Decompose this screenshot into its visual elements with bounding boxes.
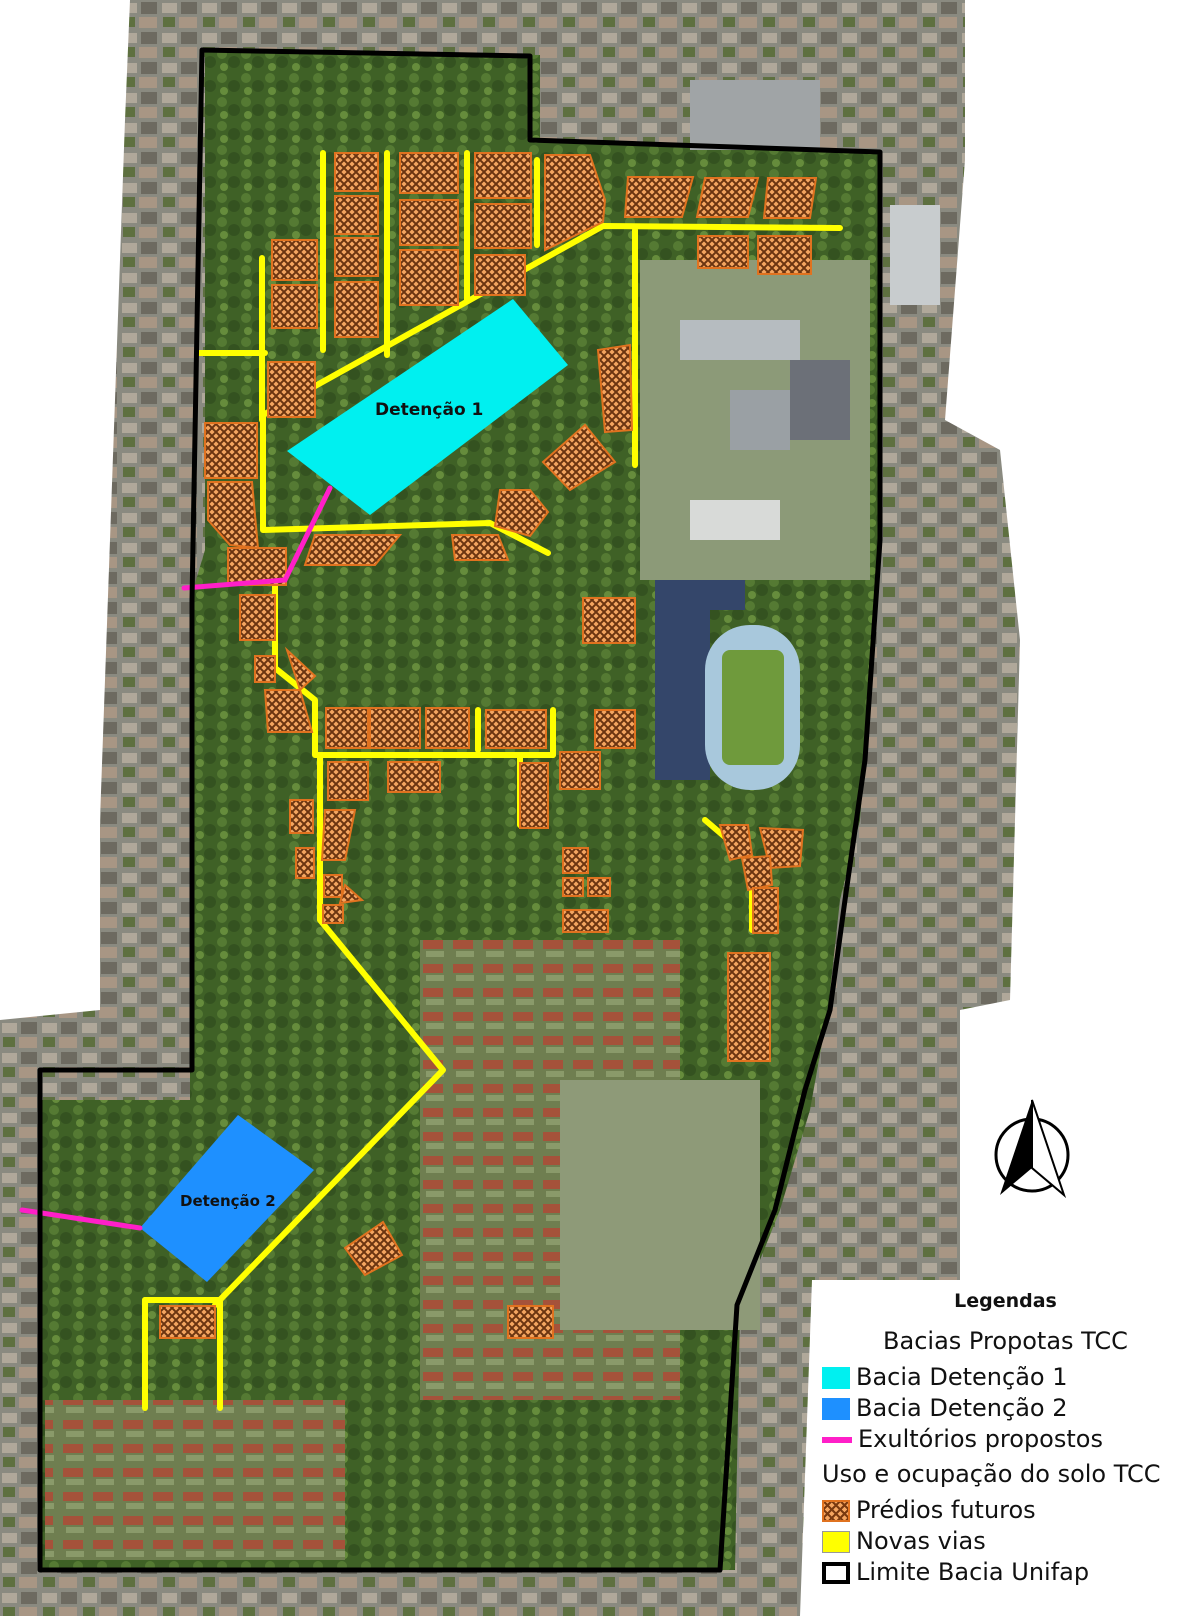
legend-group-basins: Bacias Propotas TCC bbox=[883, 1327, 1128, 1355]
outline-swatch-icon bbox=[822, 1561, 850, 1584]
north-arrow-icon bbox=[994, 1099, 1070, 1199]
legend-item-detention-1: Bacia Detenção 1 bbox=[822, 1362, 1189, 1393]
legend-item-new-roads: Novas vias bbox=[822, 1526, 1189, 1557]
map-legend: Legendas Bacias Propotas TCC Bacia Deten… bbox=[812, 1280, 1199, 1616]
legend-item-detention-2: Bacia Detenção 2 bbox=[822, 1393, 1189, 1424]
cyan-swatch-icon bbox=[822, 1366, 850, 1389]
legend-title: Legendas bbox=[954, 1290, 1057, 1312]
yellow-swatch-icon bbox=[822, 1530, 850, 1553]
basin-boundary bbox=[37, 47, 883, 1573]
legend-item-future-buildings: Prédios futuros bbox=[822, 1495, 1189, 1526]
legend-item-outlets: Exultórios propostos bbox=[822, 1424, 1189, 1455]
football-field bbox=[722, 650, 784, 765]
legend-item-boundary: Limite Bacia Unifap bbox=[822, 1557, 1189, 1588]
hatch-swatch-icon bbox=[822, 1499, 850, 1522]
detention-1-label: Detenção 1 bbox=[375, 400, 483, 420]
detention-2-label: Detenção 2 bbox=[180, 1192, 276, 1210]
detention-basin-2 bbox=[140, 1115, 314, 1282]
blue-swatch-icon bbox=[822, 1397, 850, 1420]
future-buildings bbox=[159, 152, 818, 1339]
new-roads bbox=[142, 150, 843, 1411]
magenta-line-icon bbox=[822, 1436, 852, 1443]
legend-group-land-use: Uso e ocupação do solo TCC bbox=[822, 1460, 1161, 1488]
detention-basin-1 bbox=[287, 299, 568, 515]
solar-panels bbox=[655, 580, 710, 780]
